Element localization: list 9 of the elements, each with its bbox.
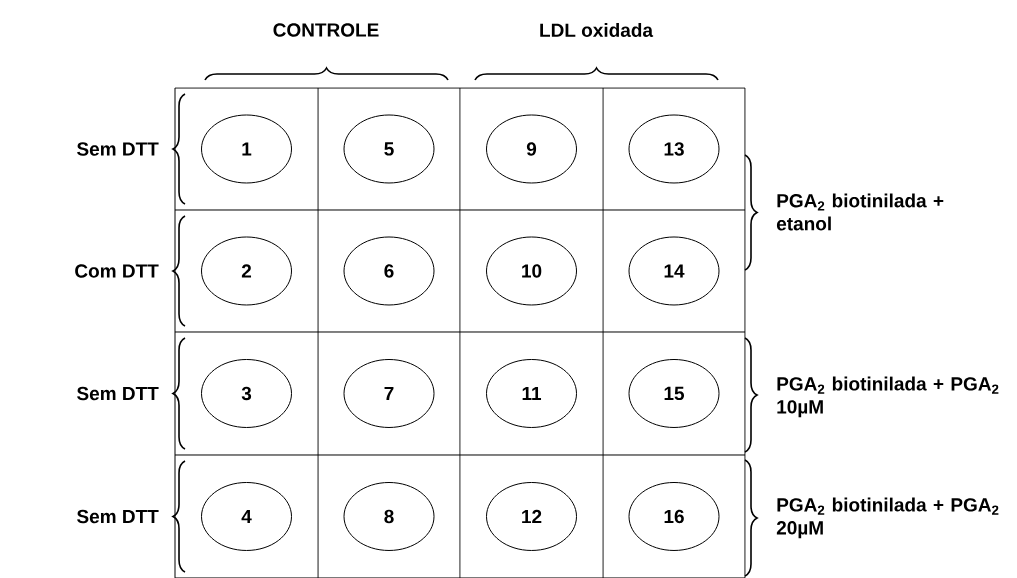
column-label: LDL oxidada (540, 23, 654, 37)
condition-label: PGA$_{2}$ biotinilada + etanol (776, 193, 944, 231)
column-label: CONTROLE (273, 23, 379, 37)
condition-label: PGA$_{2}$ biotinilada + PGA$_{2}$ 10µM (777, 376, 999, 418)
row-label: Sem DTT (77, 509, 159, 524)
row-label: Sem DTT (77, 386, 159, 401)
row-label: Sem DTT (77, 142, 159, 156)
row-label: Com DTT (75, 264, 159, 278)
condition-label: PGA$_{2}$ biotinilada + PGA$_{2}$ 20µM (776, 497, 999, 539)
